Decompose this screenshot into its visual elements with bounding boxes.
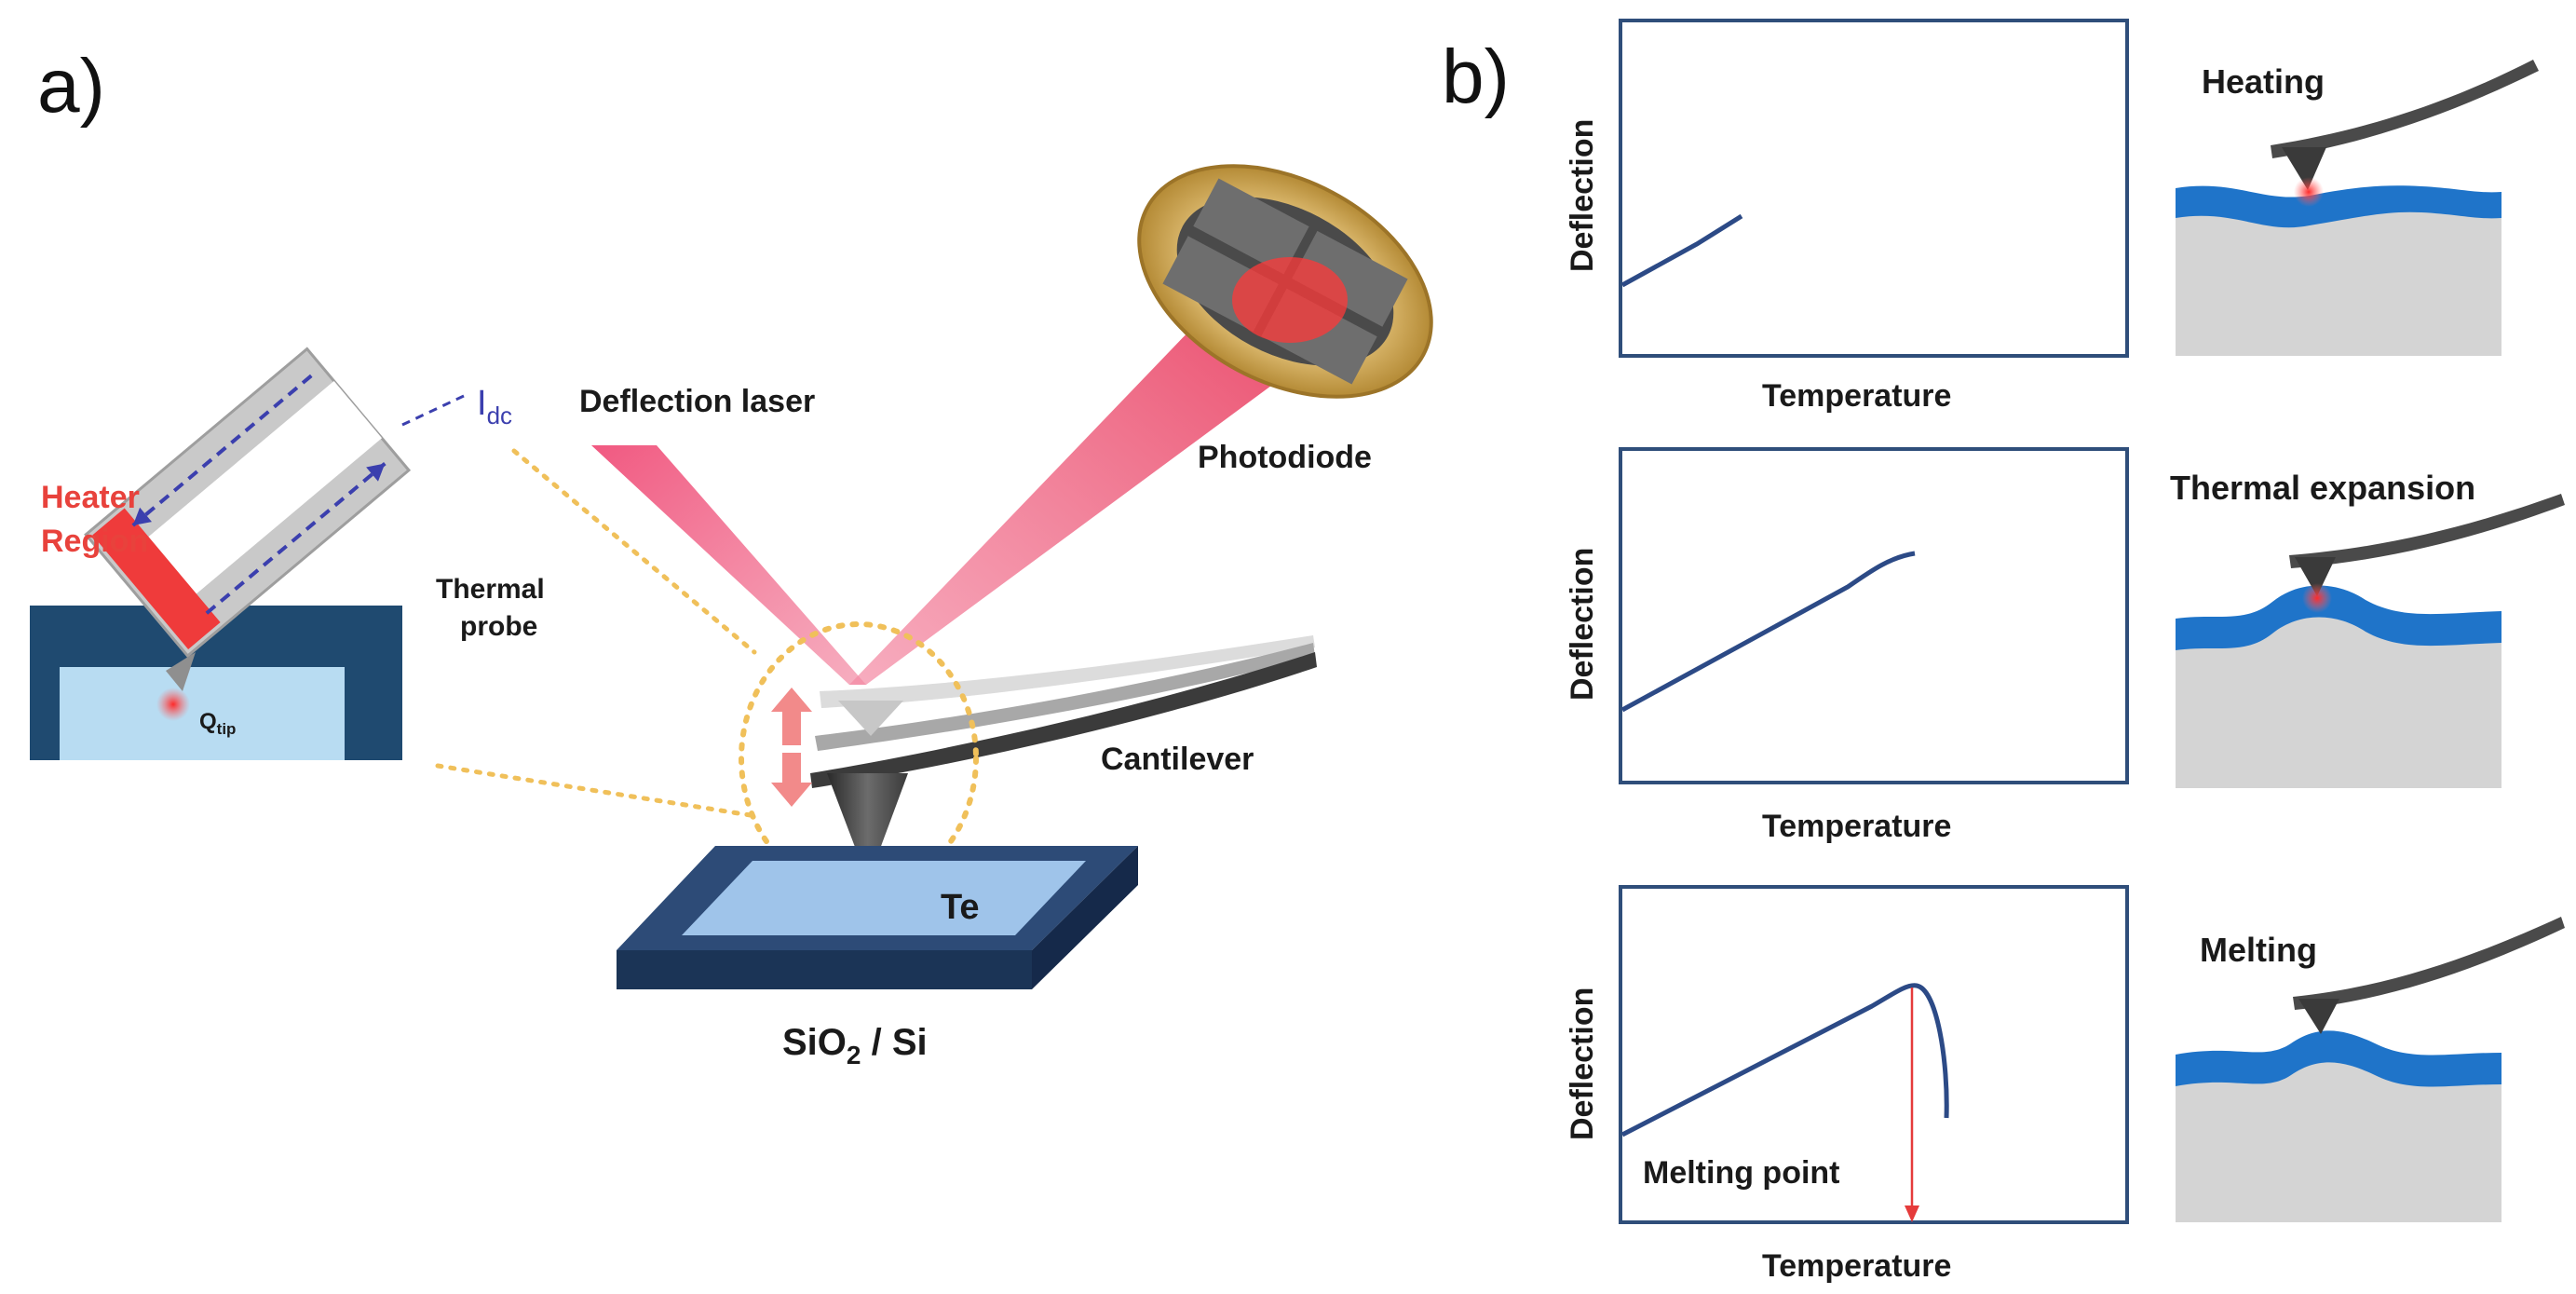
thermal-probe-inset: Heater Region Idc Thermal probe Qtip: [30, 347, 545, 760]
plot-xlabel: Temperature: [1762, 1248, 1951, 1284]
substrate-label-b: / Si: [861, 1022, 927, 1063]
substrate-front: [617, 950, 1032, 989]
deflection-curve: [1620, 983, 1949, 1137]
deflection-curve: [1620, 551, 1916, 713]
te-label: Te: [941, 888, 980, 927]
film-layer: [2176, 1030, 2501, 1087]
plot-xlabel: Temperature: [1762, 809, 1951, 844]
probe-arm: [2293, 917, 2565, 1010]
substrate-block: [2176, 1058, 2501, 1222]
cantilever-beam: [810, 652, 1317, 788]
photodiode-label: Photodiode: [1198, 440, 1372, 475]
probe-arm: [2271, 60, 2539, 158]
heater-region-label-1: Heater: [41, 480, 140, 515]
plot-xlabel: Temperature: [1762, 378, 1951, 414]
cantilever-mid: [815, 643, 1315, 751]
inset-well: [60, 667, 345, 760]
substrate-block: [2176, 198, 2501, 356]
plot-thermal-expansion: Deflection Temperature: [1565, 447, 2129, 844]
vertical-motion-arrow: [771, 688, 812, 807]
plot-ylabel: Deflection: [1565, 988, 1600, 1140]
tip-hotspot: [2302, 583, 2332, 613]
deflection-laser-beam: [591, 445, 866, 685]
reflected-laser-beam: [849, 279, 1346, 685]
substrate-label-a: SiO: [782, 1022, 847, 1063]
current-arrow-bottom: [205, 462, 386, 615]
current-arrow-top: [131, 374, 313, 527]
panel-a: a) Heater Region Idc: [30, 44, 1433, 1069]
cantilever-assembly: [810, 635, 1317, 881]
thermal-probe-body: [84, 347, 412, 659]
plot-frame: [1619, 447, 2129, 784]
current-subscript: dc: [487, 402, 512, 429]
cantilever-ghost: [820, 635, 1315, 708]
zoom-guide-lower: [435, 763, 759, 819]
te-film: [682, 861, 1086, 935]
plot-heating: Deflection Temperature: [1565, 19, 2129, 414]
plot-melting: Melting point Deflection Temperature: [1565, 885, 2129, 1284]
melting-point-arrowhead: [1905, 1205, 1919, 1222]
plot-ylabel: Deflection: [1565, 119, 1600, 272]
probe-arm: [2289, 494, 2565, 568]
illustration-heating: Heating: [2176, 60, 2539, 356]
cantilever-tip-ghost: [838, 701, 903, 736]
heater-region-block: [92, 508, 221, 649]
melting-point-label: Melting point: [1643, 1155, 1840, 1191]
substrate: [617, 846, 1138, 989]
thermal-probe-label-1: Thermal: [436, 574, 545, 605]
q-tip-subscript: tip: [217, 720, 237, 738]
illustration-thermal-expansion: Thermal expansion: [2170, 469, 2565, 788]
heater-region-label-2: Region: [41, 524, 148, 559]
probe-tip: [2295, 557, 2336, 596]
q-tip-label: Qtip: [199, 709, 236, 738]
cantilever-label: Cantilever: [1101, 742, 1254, 777]
substrate-block: [2176, 613, 2501, 788]
film-layer: [2176, 185, 2501, 228]
tip-hotspot: [2294, 177, 2324, 207]
deflection-laser-label: Deflection laser: [579, 384, 815, 419]
cantilever-tip: [827, 773, 908, 881]
plot-ylabel: Deflection: [1565, 548, 1600, 701]
stage-label: Heating: [2202, 62, 2325, 101]
photodiode: [1137, 164, 1433, 399]
panel-a-letter: a): [37, 44, 105, 129]
zoom-guide-upper: [511, 448, 757, 655]
stage-label: Melting: [2200, 931, 2317, 969]
laser-spot: [1232, 257, 1348, 343]
thermal-probe-label-2: probe: [460, 611, 537, 642]
tip-hotspot: [156, 688, 190, 721]
current-label: Idc: [477, 384, 512, 429]
panel-b-letter: b): [1442, 34, 1510, 119]
deflection-curve: [1620, 213, 1743, 288]
stage-label: Thermal expansion: [2170, 469, 2475, 507]
current-lead-line: [401, 394, 465, 427]
panel-b: b) Deflection Temperature Heating Deflec…: [1442, 19, 2565, 1284]
probe-tip: [2298, 999, 2339, 1034]
q-tip-symbol: Q: [199, 709, 217, 734]
thermal-probe-tip: [166, 652, 196, 691]
current-symbol: I: [477, 384, 487, 423]
substrate-label: SiO2 / Si: [782, 1022, 928, 1069]
substrate-label-sub: 2: [847, 1041, 861, 1069]
probe-tip: [2282, 147, 2326, 190]
plot-frame: [1619, 885, 2129, 1224]
substrate-side: [1032, 846, 1138, 989]
illustration-melting: Melting: [2176, 917, 2565, 1222]
film-layer: [2176, 585, 2501, 650]
plot-frame: [1619, 19, 2129, 358]
